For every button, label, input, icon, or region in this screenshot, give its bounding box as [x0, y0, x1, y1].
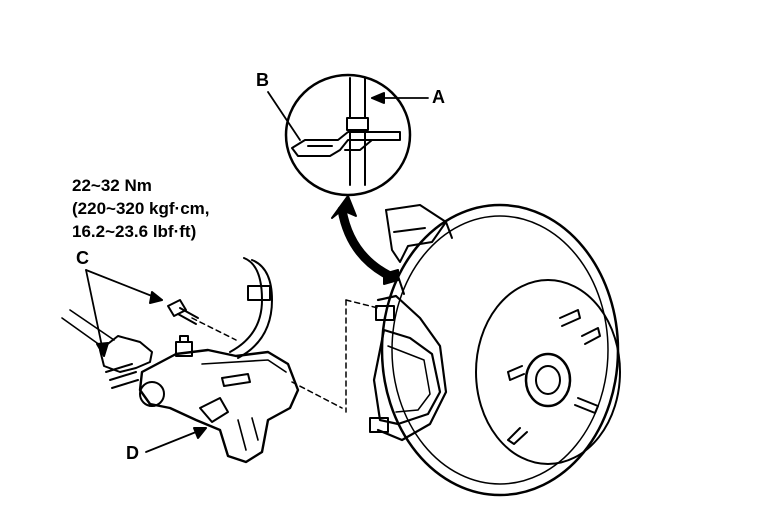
callout-a: A — [432, 87, 445, 107]
knuckle-upper — [385, 209, 447, 263]
hub-center — [524, 352, 572, 408]
callout-c: C — [76, 248, 89, 268]
bolt-c-shank — [177, 307, 199, 325]
hose-bracket-stem — [397, 275, 405, 295]
torque-spec-nm: 22~32 Nm — [72, 176, 152, 195]
bleeder-tip — [179, 335, 189, 343]
callout-b: B — [256, 70, 269, 90]
knuckle-top — [385, 204, 453, 239]
brake-hose-outer — [237, 259, 273, 359]
detail-fitting-lower — [349, 129, 366, 186]
leader-c-lower — [85, 269, 105, 357]
fitting-d — [199, 397, 229, 423]
wheel-stud — [559, 309, 581, 327]
torque-spec-kgf: (220~320 kgf·cm, — [72, 199, 210, 218]
bleeder-screw — [175, 341, 193, 357]
rotor-hat — [475, 279, 621, 465]
rotor-disc-inner-edge — [391, 215, 609, 485]
hub-cap — [535, 365, 561, 395]
bolt-alignment-line — [191, 317, 237, 341]
torque-spec: 22~32 Nm (220~320 kgf·cm, 16.2~23.6 lbf·… — [72, 174, 210, 243]
wheel-stud — [507, 427, 528, 445]
wheel-stud — [581, 327, 601, 345]
wheel-studs — [507, 309, 601, 445]
detail-circle — [284, 73, 412, 197]
caliper-body — [61, 299, 300, 464]
brake-hose — [229, 257, 263, 353]
slide-pin-upper — [375, 305, 395, 321]
zoom-arrow-head — [331, 195, 357, 219]
knuckle-rib — [393, 227, 426, 233]
alignment-line-upper — [345, 299, 379, 309]
detail-fitting-nut — [346, 117, 369, 131]
leader-b — [267, 91, 301, 141]
caliper-lever — [99, 335, 153, 373]
callout-d: D — [126, 443, 139, 463]
leader-c-upper-arrowhead — [149, 291, 163, 304]
caliper-slot — [221, 373, 251, 387]
leader-d-arrowhead — [193, 427, 207, 439]
detail-bracket — [344, 139, 373, 151]
slide-pin-lower — [369, 417, 389, 433]
brake-pad-lining — [387, 345, 431, 413]
caliper-eye — [139, 381, 165, 407]
detail-fitting-shaft — [349, 77, 366, 119]
bolt-c-head — [167, 299, 187, 317]
caliper-leg-detail — [237, 417, 259, 451]
rotor-assembly — [345, 203, 621, 497]
caliper-housing — [138, 348, 300, 464]
pad-bracket — [376, 294, 448, 442]
leader-c-lower-arrowhead — [96, 342, 109, 357]
caliper-alignment-line — [291, 381, 343, 409]
hose-fitting — [247, 285, 271, 301]
leader-a-arrowhead — [371, 92, 385, 104]
wheel-stud — [507, 365, 525, 381]
hose-bracket-tab — [383, 269, 399, 285]
wheel-stud — [574, 397, 599, 414]
lever-bolt — [105, 363, 139, 389]
detail-clip — [291, 131, 401, 157]
torque-spec-lbf: 16.2~23.6 lbf·ft) — [72, 222, 197, 241]
zoom-arrow-shaft — [337, 205, 393, 280]
detail-inset — [284, 73, 412, 197]
brake-pad — [372, 328, 442, 426]
caliper-edge — [201, 359, 287, 373]
leader-c-upper — [85, 269, 163, 301]
